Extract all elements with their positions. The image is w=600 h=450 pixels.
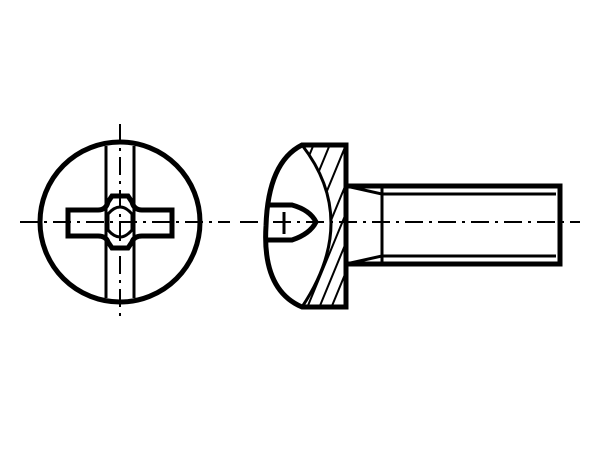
cross-recess-outline (65, 193, 175, 251)
screw-shank-outline (343, 183, 563, 267)
front-view (20, 124, 230, 322)
cross-recess-center (106, 205, 134, 239)
thread-chamfer-bottom (345, 254, 383, 266)
side-view (240, 142, 580, 310)
side-head-outline (263, 142, 349, 310)
thread-chamfer-top (345, 184, 383, 196)
